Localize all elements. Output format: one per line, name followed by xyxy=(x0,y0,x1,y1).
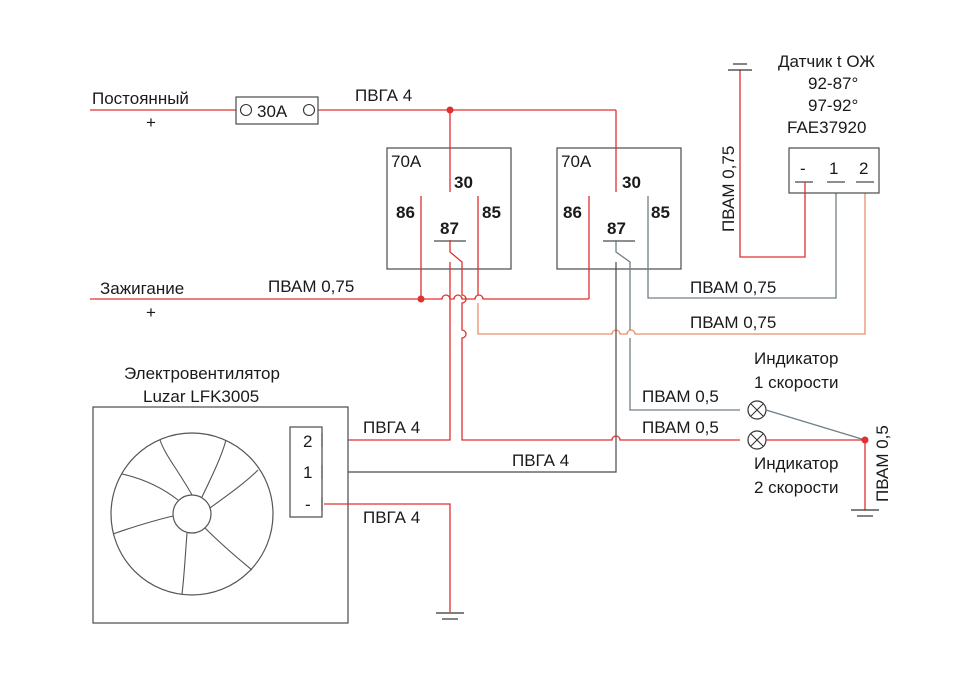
label-wire-fuse-out: ПВГА 4 xyxy=(355,86,412,105)
sensor-pin-1: 1 xyxy=(829,159,838,178)
label-wire-fan-minus: ПВГА 4 xyxy=(363,508,420,527)
fan-pin-minus: - xyxy=(305,495,311,514)
relay-feed-wires xyxy=(449,110,617,192)
fan-ground-wire xyxy=(324,503,451,612)
fan-pin-2: 2 xyxy=(303,432,312,451)
indicator-ground-wire xyxy=(766,439,866,510)
indicator-2: Индикатор 2 скорости xyxy=(747,430,838,497)
relay-2-rating: 70A xyxy=(561,152,592,171)
indicator-2-label-b: 2 скорости xyxy=(754,478,838,497)
label-ignition: Зажигание xyxy=(100,279,184,298)
indicator-2-label-a: Индикатор xyxy=(754,454,838,473)
label-constant: Постоянный xyxy=(92,89,189,108)
fuse: 30A xyxy=(235,96,319,125)
label-wire-fan-2: ПВГА 4 xyxy=(363,418,420,437)
relay-2-pin30: 30 xyxy=(622,173,641,192)
label-wire-ind-ground: ПВАМ 0,5 xyxy=(873,425,892,502)
ignition-line: Зажигание + ПВАМ 0,75 xyxy=(90,277,589,322)
sensor-part: FAE37920 xyxy=(787,118,866,137)
ground-symbol-icon xyxy=(851,509,879,517)
relay-2-pin87: 87 xyxy=(607,219,626,238)
relay-2-87-wire xyxy=(615,240,631,330)
junction-dot xyxy=(861,436,869,444)
ground-symbol-icon xyxy=(436,612,464,620)
fuse-terminal-icon xyxy=(302,103,316,117)
relay-1-pin87: 87 xyxy=(440,219,459,238)
fan-pin2-wire xyxy=(324,262,451,441)
sensor-ground-wire xyxy=(739,70,806,258)
sensor-pin-minus: - xyxy=(800,159,806,178)
fan-pin-1: 1 xyxy=(303,463,312,482)
indicator-1: Индикатор 1 скорости xyxy=(747,349,838,420)
ground-symbol-icon xyxy=(728,63,752,71)
sensor-range-1: 92-87° xyxy=(808,74,858,93)
sensor-pin2-wire xyxy=(477,182,866,335)
label-wire-sensor-ground: ПВАМ 0,75 xyxy=(719,146,738,232)
label-wire-ignition: ПВАМ 0,75 xyxy=(268,277,354,296)
temperature-sensor: Датчик t ОЖ 92-87° 97-92° FAE37920 - 1 2 xyxy=(778,52,880,194)
fan-rotor-icon xyxy=(110,432,274,596)
fuse-rating: 30A xyxy=(257,102,288,121)
indicator-1-wire xyxy=(629,338,740,411)
relay-1-pin85: 85 xyxy=(482,203,501,222)
relay-1-pin86: 86 xyxy=(396,203,415,222)
relay-1-pin30: 30 xyxy=(454,173,473,192)
fan-title-2: Luzar LFK3005 xyxy=(143,387,259,406)
relay-1-rating: 70A xyxy=(391,152,422,171)
label-wire-ind-2: ПВАМ 0,5 xyxy=(642,418,719,437)
sensor-pin1-wire xyxy=(647,182,837,299)
indicator-1-ground-wire xyxy=(765,409,866,441)
sensor-range-2: 97-92° xyxy=(808,96,858,115)
fan-blades-icon xyxy=(112,439,259,595)
label-constant-plus: + xyxy=(146,113,156,132)
constant-power-line: Постоянный + ПВГА 4 xyxy=(90,86,616,132)
label-wire-ind-1: ПВАМ 0,5 xyxy=(642,387,719,406)
label-ignition-plus: + xyxy=(146,303,156,322)
fan-pin1-wire xyxy=(324,262,617,473)
indicator-1-label-a: Индикатор xyxy=(754,349,838,368)
relay-2-pin86: 86 xyxy=(563,203,582,222)
sensor-pin-2: 2 xyxy=(859,159,868,178)
sensor-title: Датчик t ОЖ xyxy=(778,52,875,71)
label-wire-sensor-2: ПВАМ 0,75 xyxy=(690,313,776,332)
label-wire-sensor-1: ПВАМ 0,75 xyxy=(690,278,776,297)
fan: Электровентилятор Luzar LFK3005 2 1 - xyxy=(92,364,349,624)
fan-title-1: Электровентилятор xyxy=(124,364,280,383)
relay-2: 70A 30 86 85 87 xyxy=(556,147,682,270)
fuse-terminal-icon xyxy=(239,103,253,117)
label-wire-fan-1: ПВГА 4 xyxy=(512,451,569,470)
relay-2-pin85: 85 xyxy=(651,203,670,222)
indicator-1-label-b: 1 скорости xyxy=(754,373,838,392)
relay-1: 70A 30 86 85 87 xyxy=(386,147,512,270)
